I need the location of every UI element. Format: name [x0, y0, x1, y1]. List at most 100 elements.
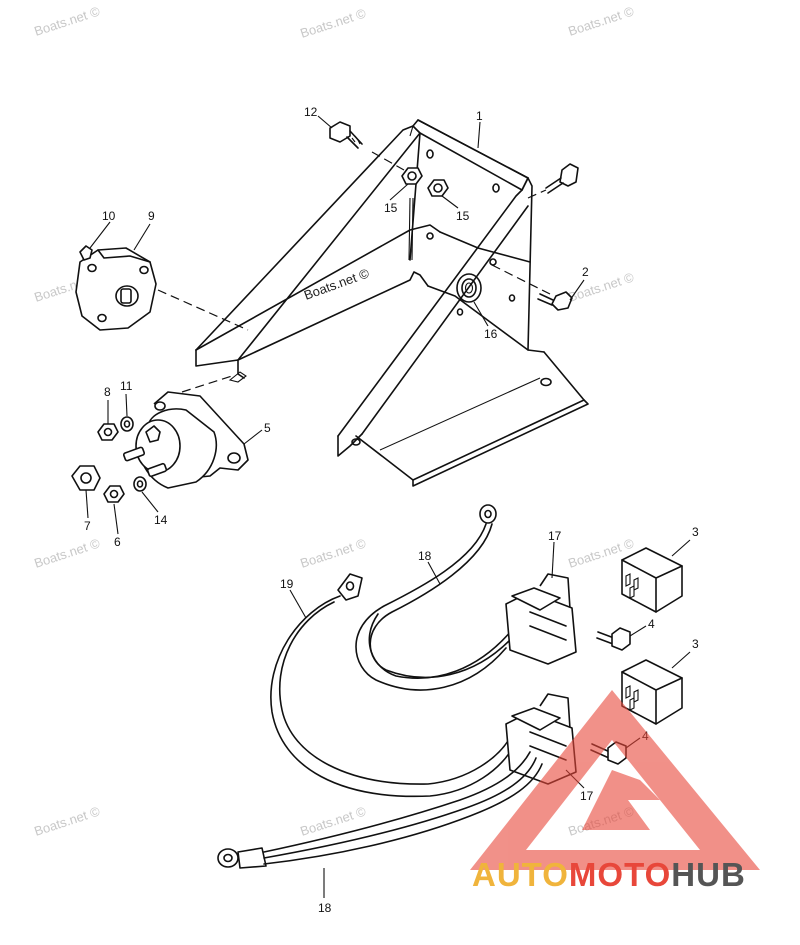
hardware-8	[97, 423, 119, 441]
wire	[278, 601, 513, 785]
nut	[427, 179, 449, 197]
nut-6	[103, 485, 125, 503]
screw-2	[537, 291, 573, 311]
watermark: Boats.net ©	[298, 535, 368, 570]
ring-terminal-hole	[223, 853, 233, 863]
bracket-hole	[456, 308, 464, 316]
grommet-hole	[464, 282, 474, 294]
leader-18a	[427, 561, 441, 585]
bracket-top-edge	[412, 119, 529, 191]
leader-1	[477, 121, 481, 149]
wire	[270, 595, 517, 798]
wire-sleeve	[237, 847, 267, 869]
callout-17: 17	[580, 789, 594, 803]
logo-triangle	[470, 690, 760, 870]
screw-12	[329, 121, 363, 149]
leader-16	[473, 301, 489, 327]
bracket-right-edge	[521, 177, 545, 353]
leader-6	[113, 503, 119, 535]
screw-shank	[545, 177, 564, 194]
harness-18-upper	[355, 504, 513, 691]
solenoid-stud	[122, 446, 146, 462]
watermark: Boats.net ©	[566, 3, 636, 38]
wire	[263, 751, 531, 853]
nut-hole	[80, 472, 92, 484]
hardware-7	[71, 465, 101, 491]
bracket-back-left-edge	[409, 132, 421, 261]
bracket-shelf-lip	[195, 349, 245, 379]
leader-14	[141, 491, 159, 513]
screw-shank	[537, 293, 554, 306]
bracket-assembly	[195, 119, 589, 487]
watermark: Boats.net ©	[298, 803, 368, 838]
leader-17a	[551, 541, 555, 579]
bracket-side-lower	[427, 285, 529, 351]
logo-text: AUTOMOTOHUB	[472, 856, 746, 893]
leader-5	[243, 429, 263, 445]
solenoid-terminal-small	[145, 425, 161, 443]
relay-body	[621, 547, 683, 613]
ring-terminal-hole	[484, 509, 492, 519]
leader-9	[133, 223, 151, 251]
callout-19: 19	[280, 577, 294, 591]
relay-edges	[621, 559, 683, 613]
nut-hole	[407, 171, 417, 181]
relay-pins	[625, 685, 639, 711]
connector-ribs	[529, 611, 567, 641]
bracket-edge	[409, 125, 414, 137]
callout-15: 15	[456, 209, 470, 223]
callout-18: 18	[318, 901, 332, 915]
callout-18: 18	[418, 549, 432, 563]
dash-line	[371, 151, 405, 171]
dash-line	[157, 289, 249, 331]
callout-numbers: 1 2 3 3 4 4 5 6 7 8 9 10 11 12 14 15 15 …	[84, 105, 699, 915]
alignment-lines	[157, 151, 551, 393]
leader-15a	[389, 183, 409, 201]
watermark: Boats.net ©	[32, 803, 102, 838]
bracket-shelf-top	[195, 224, 441, 351]
bracket-slot	[228, 371, 247, 383]
nut-hole	[109, 489, 119, 499]
screw-head	[611, 627, 631, 651]
bracket-mid	[439, 231, 531, 263]
bracket-top	[417, 119, 529, 179]
callout-2: 2	[582, 265, 589, 279]
screw-4-upper	[596, 627, 631, 651]
screw-thread	[351, 135, 361, 145]
callout-14: 14	[154, 513, 168, 527]
automotohub-logo: AUTOMOTOHUB	[470, 690, 760, 893]
leader-19	[289, 589, 307, 619]
logo-triangle-inner	[582, 770, 660, 830]
logo-text-hub: HUB	[671, 856, 746, 893]
relay-switch-9	[75, 245, 157, 331]
screw-head	[329, 121, 351, 143]
relay-edges	[621, 671, 683, 725]
logo-triangle-shape	[470, 690, 760, 870]
screw-10	[79, 245, 93, 261]
dash-line	[527, 189, 547, 199]
callout-17: 17	[548, 529, 562, 543]
nut	[401, 167, 423, 185]
grommet-inner	[461, 278, 477, 298]
solenoid-cap	[135, 419, 181, 473]
nut-15-right	[427, 179, 449, 197]
connector-17-upper	[505, 573, 577, 665]
ring-terminal	[217, 848, 239, 868]
switch-mount-hole	[139, 265, 149, 275]
leader-lines	[85, 115, 691, 898]
bracket-hole	[426, 149, 434, 159]
bracket-right-gusset-outer	[337, 189, 523, 437]
callout-3: 3	[692, 637, 699, 651]
screw-head	[559, 163, 579, 187]
ring-terminal	[337, 573, 363, 601]
ring-terminal	[479, 504, 497, 524]
bracket-right-gusset-foot	[337, 433, 363, 457]
solenoid-5	[122, 391, 249, 489]
logo-text-moto: MOTO	[569, 856, 671, 893]
bracket-hole	[492, 183, 500, 193]
bracket-foot-edge	[412, 399, 589, 487]
switch-mount-hole	[97, 313, 107, 323]
callout-9: 9	[148, 209, 155, 223]
harness-19	[270, 573, 517, 798]
